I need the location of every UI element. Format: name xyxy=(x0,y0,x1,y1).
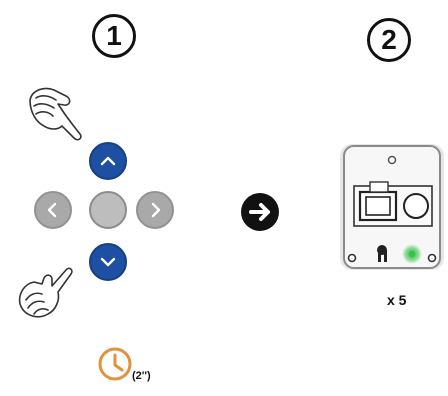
chevron-left-icon xyxy=(47,202,57,218)
step-1-badge: 1 xyxy=(92,14,136,58)
duration-label: (2'') xyxy=(132,370,151,382)
arrow-right-icon xyxy=(241,193,279,231)
chevron-up-icon xyxy=(100,156,116,166)
pointing-hand-icon xyxy=(29,87,82,141)
right-button[interactable] xyxy=(136,191,174,229)
step-2-badge: 2 xyxy=(367,18,411,62)
up-button[interactable] xyxy=(89,142,127,180)
chevron-right-icon xyxy=(151,202,161,218)
step-1-number: 1 xyxy=(106,20,122,51)
clock-icon xyxy=(98,347,132,381)
down-button[interactable] xyxy=(89,243,127,281)
step-2-number: 2 xyxy=(381,24,397,55)
left-button[interactable] xyxy=(34,191,72,229)
chevron-down-icon xyxy=(100,257,116,267)
device-icon xyxy=(340,144,444,270)
repeat-count-label: x 5 xyxy=(387,292,407,308)
pointing-hand-icon xyxy=(18,267,73,318)
center-button[interactable] xyxy=(89,191,127,229)
